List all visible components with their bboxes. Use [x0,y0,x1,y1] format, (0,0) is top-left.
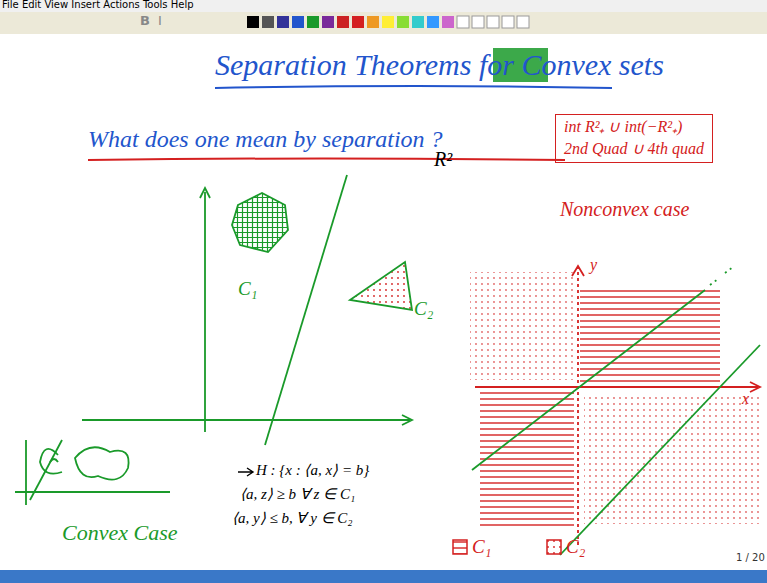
set-label: C₂ [414,298,433,320]
equation: ⟨a, y⟩ ≤ b, ∀ y ∈ C₂ [232,510,353,527]
legend-text: C₂ [566,536,585,558]
legend-text: C₁ [472,536,491,558]
heading: Nonconvex case [560,198,689,221]
hatched-region [480,392,574,527]
equation: H : {x : ⟨a, x⟩ = b} [256,462,369,479]
heading: Convex Case [62,520,177,545]
separating-line [472,267,760,555]
legend-entry: C₁ [452,536,491,558]
toolbar [0,12,767,34]
sketch [15,440,170,505]
underline [215,86,612,88]
space-label: R² [434,148,452,171]
axes [82,175,412,445]
convex-set [232,193,288,252]
legend-swatch [546,539,562,555]
axis-label: y [590,256,597,274]
dotted-region [470,272,574,380]
status-bar [0,570,767,583]
note-text: 2nd Quad ∪ 4th quad [564,140,704,158]
axes [475,266,760,545]
set-label: C₁ [238,278,257,300]
toolbar-button: I [158,14,162,29]
heading: What does one mean by separation ? [88,126,443,154]
menu-bar-text: File Edit View Insert Actions Tools Help [2,0,194,11]
underline [88,159,565,161]
legend-entry: C₂ [546,536,585,558]
menu-bar [0,0,767,12]
toolbar-button: B [140,14,150,29]
axis-label: x [742,390,749,408]
legend-swatch [452,539,468,555]
color-swatches [247,16,529,28]
convex-set [350,262,412,310]
equation: ⟨a, z⟩ ≥ b ∀ z ∈ C₁ [240,486,355,503]
page-number: 1 / 20 [736,552,765,564]
note-box: int R²₊ ∪ int(−R²₊) 2nd Quad ∪ 4th quad [555,114,713,163]
hatched-region [580,290,720,382]
slide-title: Separation Theorems for Convex sets [215,48,664,83]
dotted-region [584,396,760,524]
pointer-arrow [238,468,253,476]
note-text: int R²₊ ∪ int(−R²₊) [564,118,704,136]
